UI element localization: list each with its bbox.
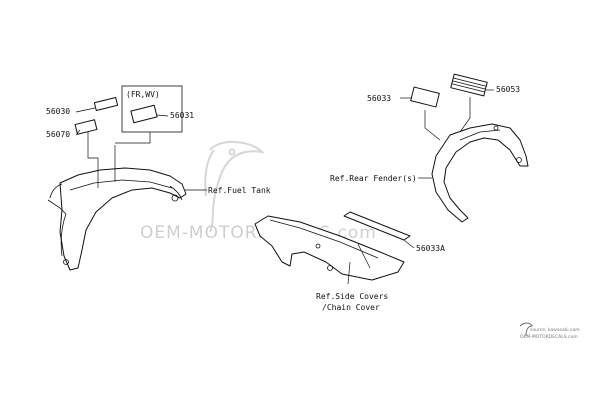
label-56070: 56070 <box>46 130 70 139</box>
decal-56070 <box>74 119 98 135</box>
rear-fender-part <box>431 123 529 223</box>
toucan-logo-watermark <box>204 141 265 233</box>
decal-56033a <box>343 211 411 241</box>
label-ref-side-covers: Ref.Side Covers <box>316 292 388 301</box>
source-line-2: OEM-MOTORDECALS.com <box>520 334 578 340</box>
label-fr-wv: (FR,WV) <box>126 90 160 99</box>
decal-56031 <box>130 104 158 124</box>
decal-56053 <box>450 73 488 97</box>
source-line-1: source: kawasaki.com <box>530 327 580 333</box>
label-chain-cover: /Chain Cover <box>322 303 380 312</box>
label-56031: 56031 <box>170 111 194 120</box>
source-credit: source: kawasaki.com OEM-MOTORDECALS.com <box>519 322 580 340</box>
fuel-tank-cover-part <box>47 167 187 271</box>
leader-lines-center <box>347 239 415 285</box>
leader-lines-right <box>400 89 494 179</box>
fr-wv-callout-box <box>121 85 183 133</box>
decal-56033 <box>410 86 440 108</box>
label-ref-fuel-tank: Ref.Fuel Tank <box>208 186 271 195</box>
toucan-small-icon <box>519 322 533 337</box>
label-56033a: 56033A <box>416 244 445 253</box>
label-56030: 56030 <box>46 107 70 116</box>
decal-56030 <box>93 96 119 112</box>
chain-cover-part <box>254 215 405 281</box>
label-56053: 56053 <box>496 85 520 94</box>
label-ref-rear-fender: Ref.Rear Fender(s) <box>330 174 417 183</box>
label-56033: 56033 <box>367 94 391 103</box>
leader-lines-left <box>75 107 207 191</box>
